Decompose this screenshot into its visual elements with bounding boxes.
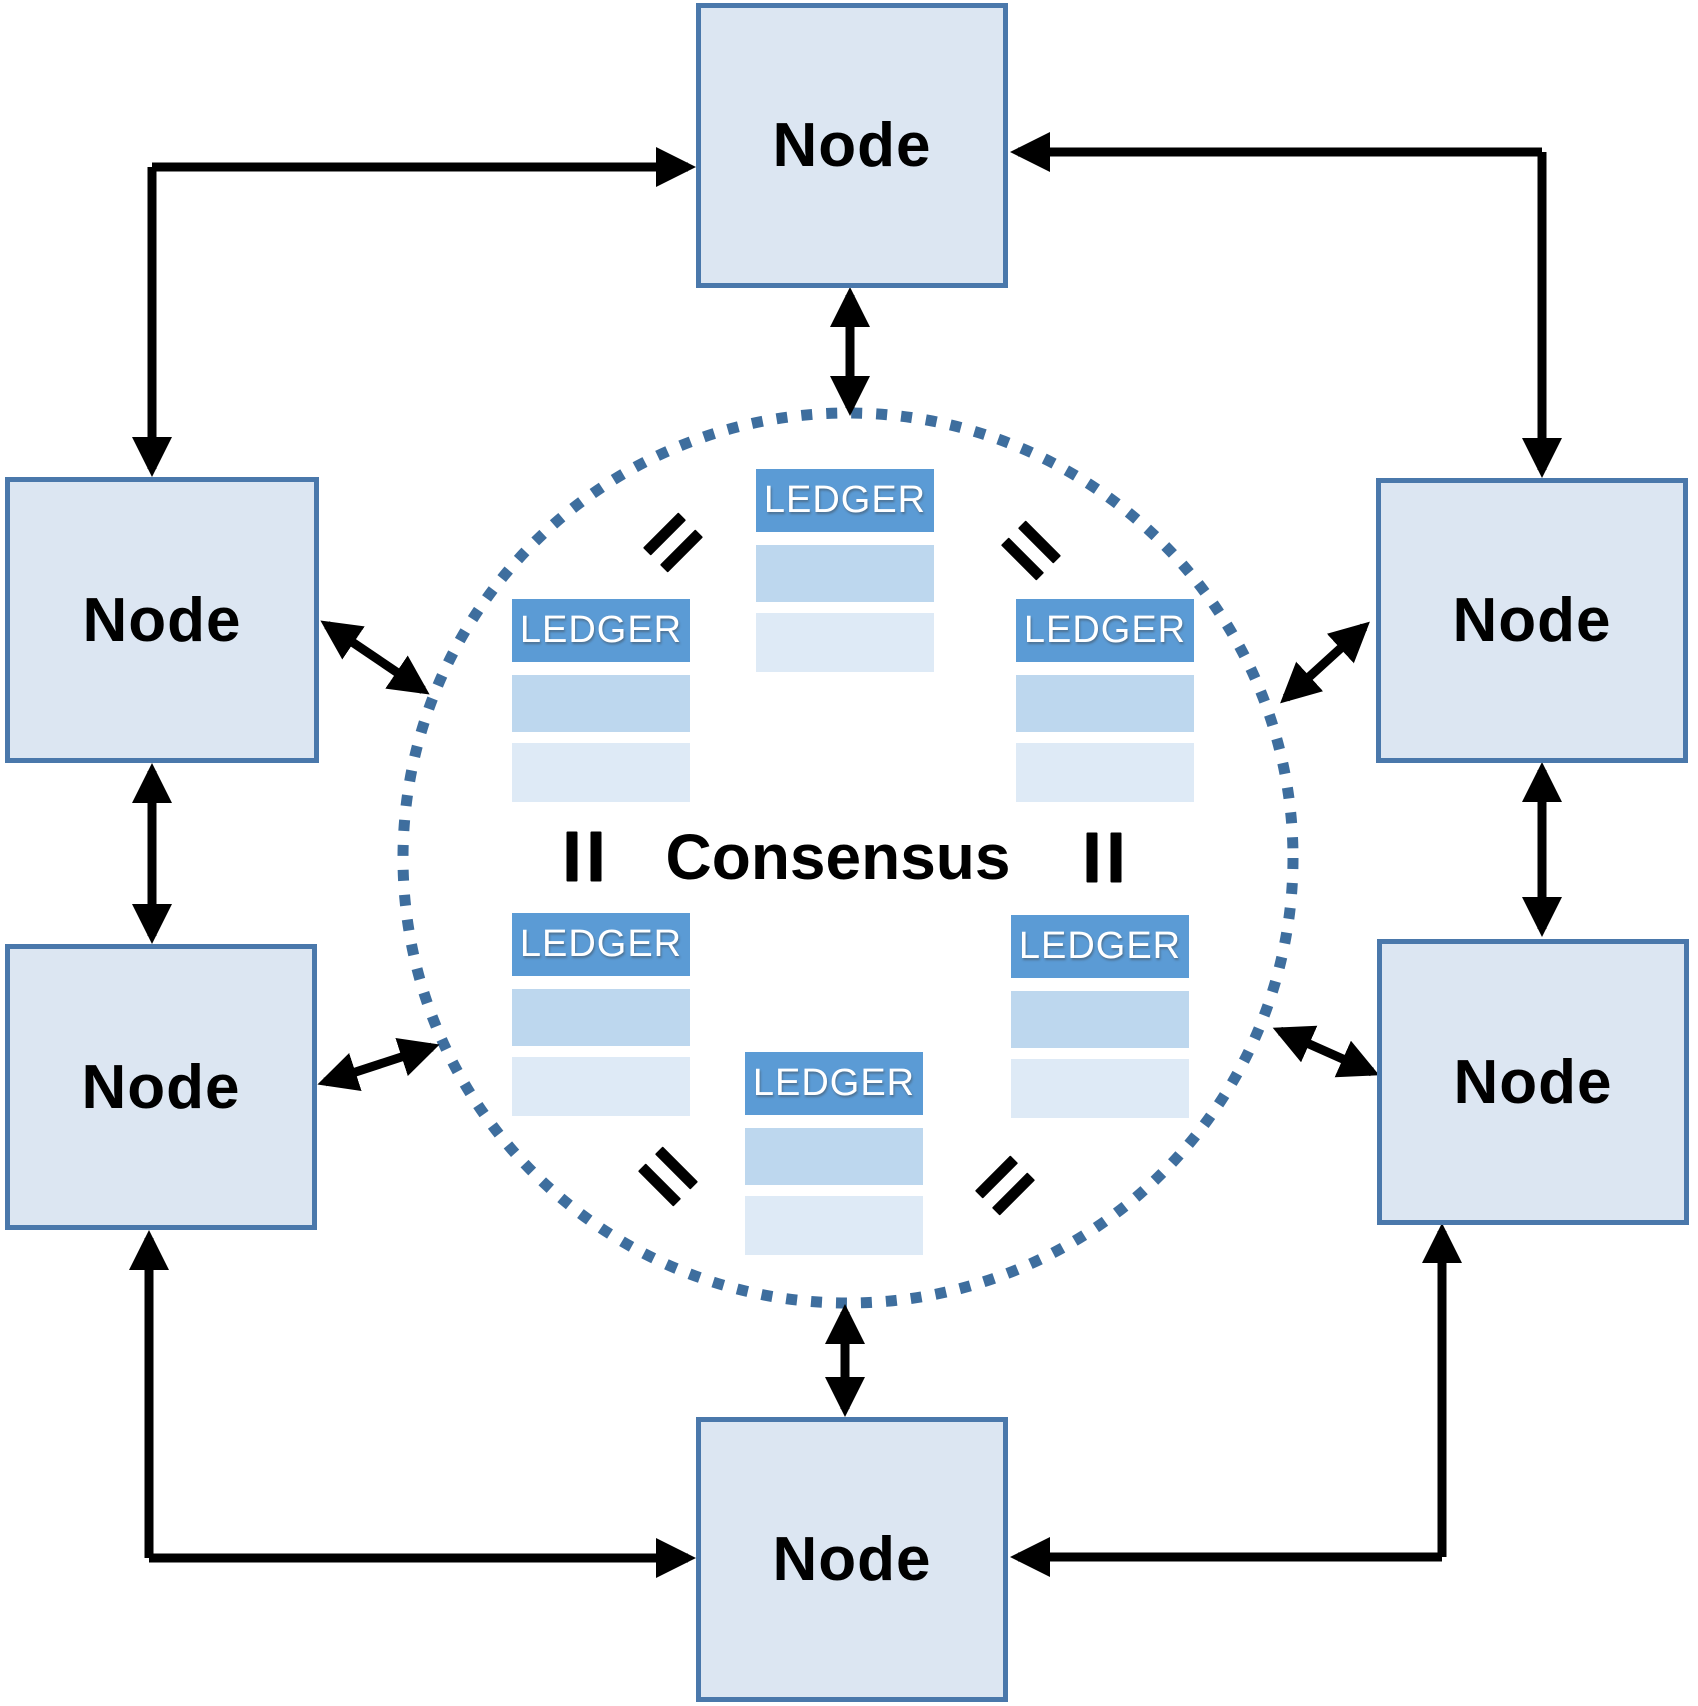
node-label: Node <box>1453 1047 1613 1117</box>
ledger-lower-left: LEDGER <box>512 913 690 1116</box>
ledger-lower-right: LEDGER <box>1011 915 1189 1118</box>
node-label: Node <box>82 585 242 655</box>
ledger-header: LEDGER <box>745 1052 923 1115</box>
node-right-bottom: Node <box>1377 939 1689 1225</box>
ledger-top-center: LEDGER <box>756 469 934 672</box>
consensus-label: Consensus <box>665 821 1011 893</box>
ledger-title: LEDGER <box>519 923 683 965</box>
node-left-bottom: Node <box>5 944 317 1230</box>
ledger-header: LEDGER <box>512 913 690 976</box>
ledger-bottom-center: LEDGER <box>745 1052 923 1255</box>
ledger-header: LEDGER <box>756 469 934 532</box>
ledger-header: LEDGER <box>1016 599 1194 662</box>
ledger-row <box>1011 991 1189 1048</box>
arrows <box>129 132 1562 1578</box>
ledger-header: LEDGER <box>1011 915 1189 978</box>
ledger-row <box>745 1128 923 1185</box>
ledger-row <box>1016 743 1194 802</box>
arrow-righttop-circle <box>1280 621 1370 704</box>
arrow-rightbottom-circle <box>1272 1025 1380 1078</box>
ledger-upper-left: LEDGER <box>512 599 690 802</box>
node-left-top: Node <box>5 477 319 763</box>
arrow-leftbottom-circle <box>317 1037 440 1092</box>
ledger-title: LEDGER <box>1023 609 1187 651</box>
equals-sign-middle-right <box>1086 832 1122 883</box>
ledger-row <box>1016 675 1194 732</box>
ledger-row <box>512 675 690 732</box>
arrow-lefttop-circle <box>320 620 430 695</box>
ledger-title: LEDGER <box>763 479 927 521</box>
ledger-row <box>745 1196 923 1255</box>
ledger-row <box>756 613 934 672</box>
node-bottom: Node <box>696 1417 1008 1702</box>
node-label: Node <box>1452 586 1612 655</box>
node-top: Node <box>696 3 1008 288</box>
node-label: Node <box>81 1052 241 1122</box>
node-label: Node <box>772 111 932 180</box>
ledger-row <box>1011 1059 1189 1118</box>
ledger-upper-right: LEDGER <box>1016 599 1194 802</box>
consensus-circle <box>397 407 1299 1309</box>
ledger-row <box>512 989 690 1046</box>
node-label: Node <box>772 1525 932 1594</box>
ledger-row <box>756 545 934 602</box>
ledger-row <box>512 1057 690 1116</box>
node-right-top: Node <box>1376 478 1688 763</box>
ledger-title: LEDGER <box>519 609 683 651</box>
ledger-header: LEDGER <box>512 599 690 662</box>
ledger-row <box>512 743 690 802</box>
ledger-title: LEDGER <box>752 1062 916 1104</box>
ledger-title: LEDGER <box>1018 925 1182 967</box>
